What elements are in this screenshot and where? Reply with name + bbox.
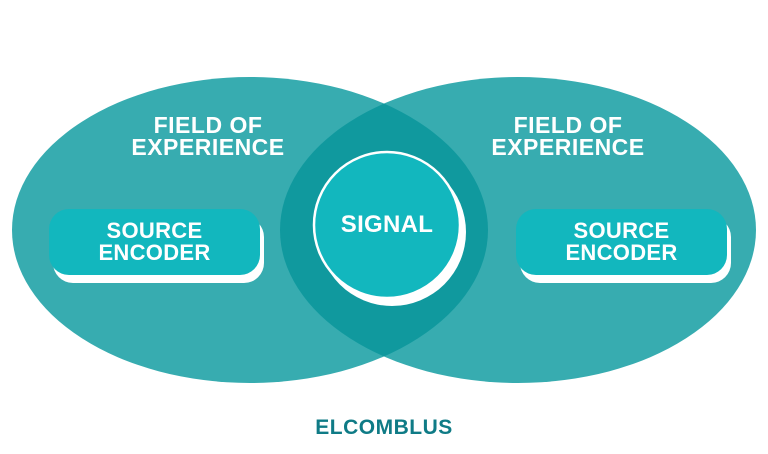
right-field-of-experience-label: FIELD OF EXPERIENCE <box>491 112 645 160</box>
right-encoder-box <box>516 209 727 275</box>
left-encoder-box <box>49 209 260 275</box>
signal-label: SIGNAL <box>340 211 434 238</box>
left-field-of-experience-label: FIELD OF EXPERIENCE <box>131 112 285 160</box>
left-source-encoder-label: SOURCE ENCODER <box>98 218 211 265</box>
right-source-encoder-label: SOURCE ENCODER <box>565 218 678 265</box>
signal-circle <box>312 150 462 300</box>
elcomblus-brand-text: ELCOMBLUS <box>315 416 453 439</box>
